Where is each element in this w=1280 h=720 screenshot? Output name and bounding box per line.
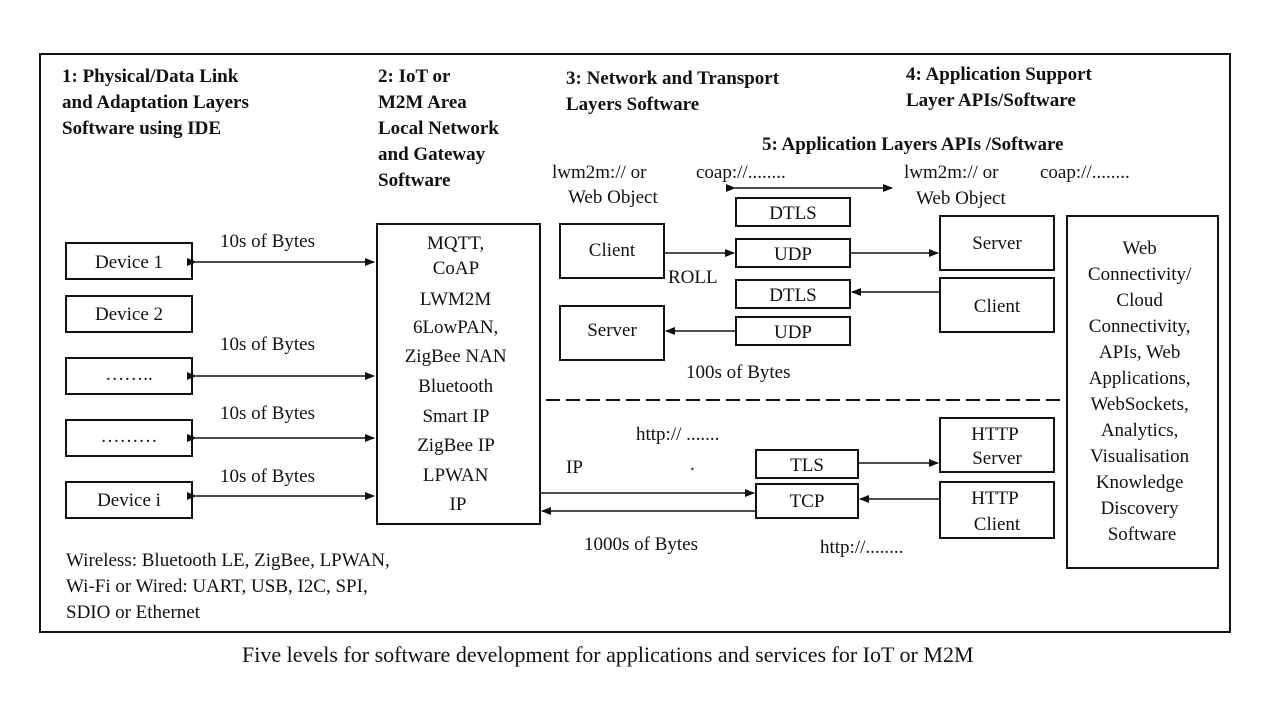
dot-mark: . xyxy=(690,454,695,475)
header-layer-1: 1: Physical/Data Link and Adaptation Lay… xyxy=(62,66,254,139)
header-layer-3: 3: Network and Transport Layers Software xyxy=(566,68,784,115)
client-left: Client xyxy=(559,223,665,279)
bytes-1000-label: 1000s of Bytes xyxy=(584,534,698,555)
dtls-1-label: DTLS xyxy=(769,203,817,224)
bytes-100-label: 100s of Bytes xyxy=(686,362,791,383)
web-connectivity-text: Web Connectivity/ Cloud Connectivity, AP… xyxy=(1088,238,1196,545)
server-right: Server xyxy=(939,215,1055,271)
udp-box-1: UDP xyxy=(735,238,851,268)
http-bottom-label: http://........ xyxy=(820,537,903,558)
tcp-label: TCP xyxy=(790,491,825,512)
device-1-label: Device 1 xyxy=(95,252,163,273)
device-link-label-4: 10s of Bytes xyxy=(220,466,315,487)
http-server-box: HTTP Server xyxy=(939,417,1055,473)
right-protocol-label: lwm2m:// or coap://........ Web Object xyxy=(904,162,1134,209)
device-1: Device 1 xyxy=(65,242,193,280)
http-client-label: HTTP Client xyxy=(971,488,1023,535)
web-connectivity-box xyxy=(1066,215,1219,569)
tls-box: TLS xyxy=(755,449,859,479)
tls-label: TLS xyxy=(790,455,824,476)
client-right: Client xyxy=(939,277,1055,333)
device-i-label: Device i xyxy=(97,490,161,511)
gateway-box xyxy=(376,223,541,525)
header-layer-5: 5: Application Layers APIs /Software xyxy=(762,134,1064,155)
dtls-box-2: DTLS xyxy=(735,279,851,309)
udp-1-label: UDP xyxy=(774,244,812,265)
device-link-label-3: 10s of Bytes xyxy=(220,403,315,424)
device-i: Device i xyxy=(65,481,193,519)
udp-box-2: UDP xyxy=(735,316,851,346)
http-top-label: http:// ....... xyxy=(636,424,719,445)
http-server-label: HTTP Server xyxy=(971,424,1023,469)
device-3-label: …….. xyxy=(105,364,153,385)
device-4-label: ……… xyxy=(101,426,158,447)
ip-label: IP xyxy=(566,457,583,478)
dtls-2-label: DTLS xyxy=(769,285,817,306)
figure-caption: Five levels for software development for… xyxy=(242,642,974,667)
header-layer-4: 4: Application Support Layer APIs/Softwa… xyxy=(906,64,1097,111)
udp-2-label: UDP xyxy=(774,322,812,343)
client-right-label: Client xyxy=(974,296,1021,317)
gateway-protocols: MQTT, CoAP LWM2M 6LowPAN, ZigBee NAN Blu… xyxy=(405,233,512,515)
http-client-box: HTTP Client xyxy=(939,481,1055,539)
left-protocol-label: lwm2m:// or coap://........ Web Object xyxy=(552,162,790,208)
device-4: ……… xyxy=(65,419,193,457)
device-link-label-1: 10s of Bytes xyxy=(220,231,315,252)
server-right-label: Server xyxy=(972,233,1022,254)
roll-label: ROLL xyxy=(668,267,718,288)
tcp-box: TCP xyxy=(755,483,859,519)
wireless-wired-text: Wireless: Bluetooth LE, ZigBee, LPWAN, W… xyxy=(66,550,395,623)
server-left: Server xyxy=(559,305,665,361)
device-3: …….. xyxy=(65,357,193,395)
device-2: Device 2 xyxy=(65,295,193,333)
dtls-box-1: DTLS xyxy=(735,197,851,227)
server-left-label: Server xyxy=(587,320,637,341)
device-link-label-2: 10s of Bytes xyxy=(220,334,315,355)
header-layer-2: 2: IoT or M2M Area Local Network and Gat… xyxy=(378,66,504,191)
device-2-label: Device 2 xyxy=(95,304,163,325)
client-left-label: Client xyxy=(589,240,636,261)
